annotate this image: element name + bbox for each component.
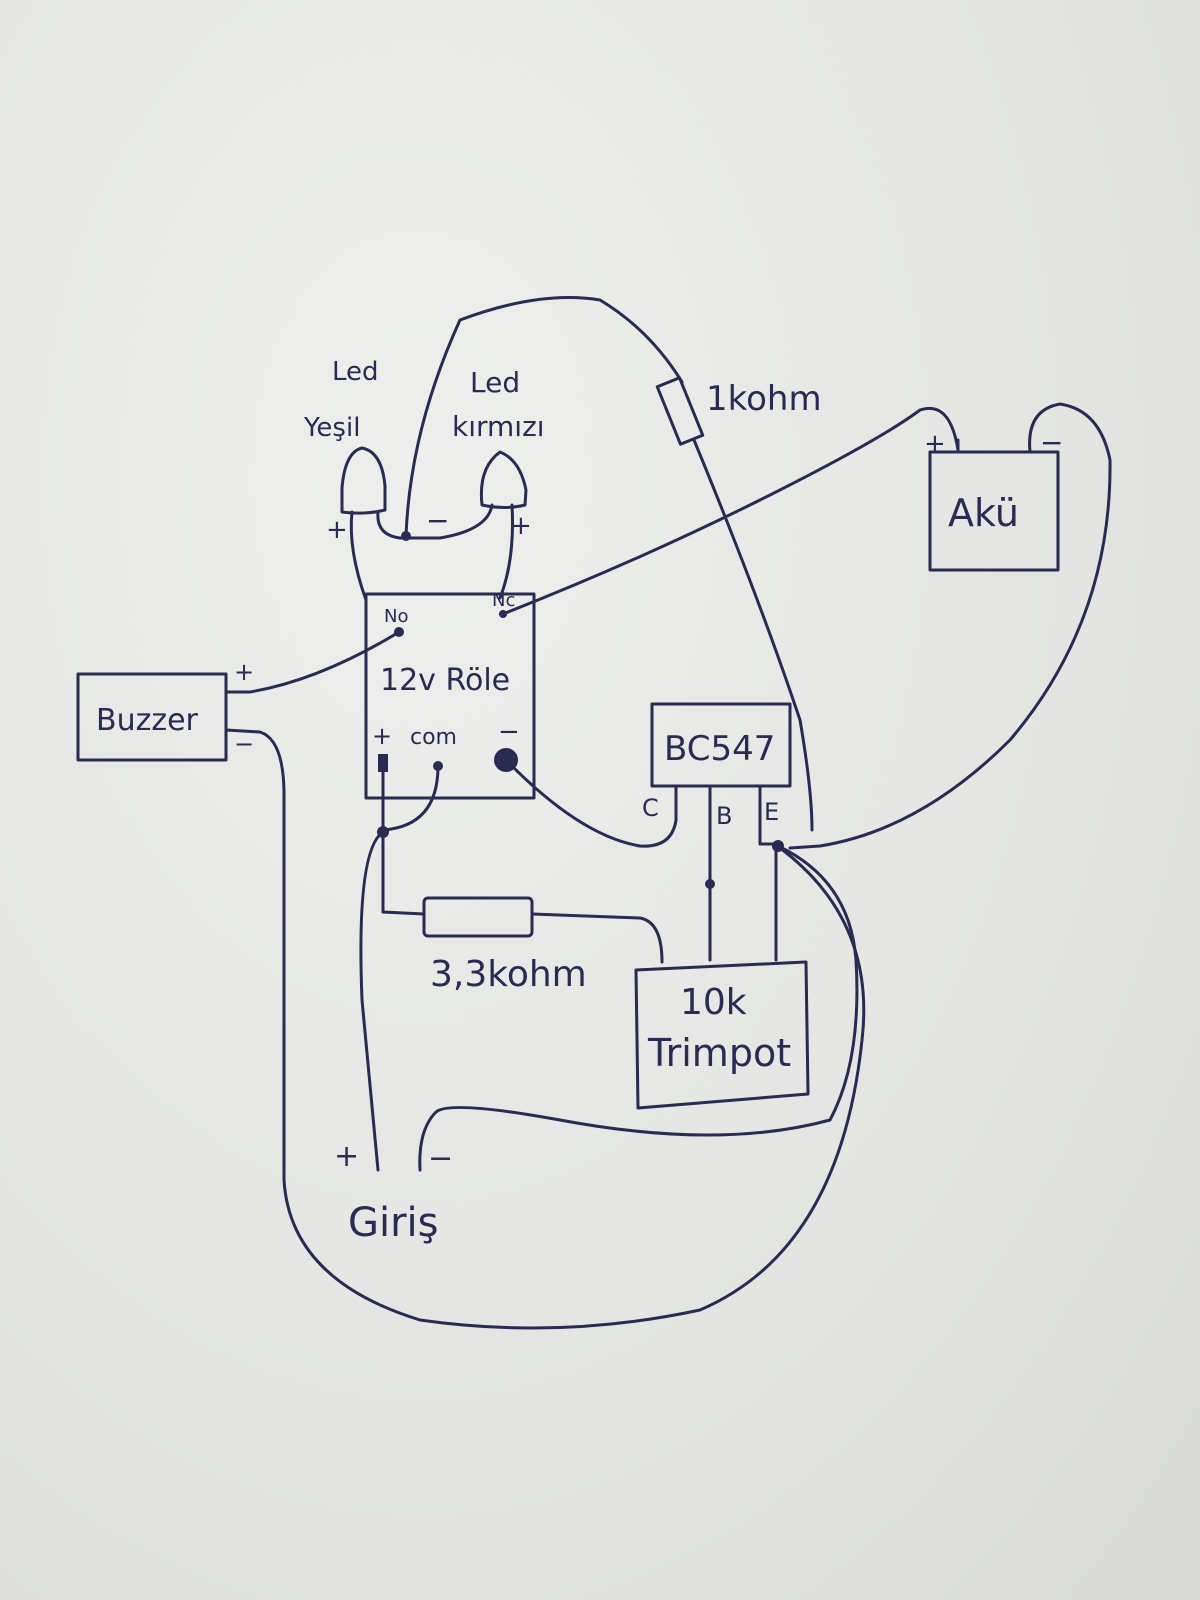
transistor-box [650,702,792,788]
base-junction [705,879,715,889]
relay-box [364,592,536,800]
wire-c-to-relay-minus [504,758,678,848]
wire-buzzer-minus-loop [224,728,866,1330]
led-green-plus: + [326,515,348,545]
pin-e-label: E [764,798,779,826]
wire-e-to-input-minus [418,844,859,1172]
led-green [340,446,402,602]
relay-plus-terminal [378,754,388,772]
relay-nc-label: Nc [492,590,515,611]
battery-box [928,450,1060,572]
resistor-3k3-label: 3,3kohm [430,954,587,995]
wire-junction-to-3k3 [381,830,426,916]
led-red-label-1: Led [470,366,520,399]
input-label: Giriş [348,1200,439,1246]
input-minus-label: − [428,1141,453,1176]
wire-nc-to-battery [501,407,960,616]
trimpot-box [634,960,810,1110]
led-common-minus: − [426,504,449,537]
buzzer-box [76,672,228,762]
led-red-plus: + [510,511,532,541]
wire-battery-minus-to-e [788,402,1112,850]
relay-label: 12v Röle [380,663,510,698]
wire-3k3-to-trimpot [530,912,664,964]
wire-buzzer-plus-to-no [224,630,401,694]
wire-com-to-junction [381,764,440,832]
relay-com-label: com [410,725,457,750]
buzzer-label: Buzzer [96,703,199,738]
led-green-label-2: Yeşil [303,413,360,443]
wire-led-to-1k [404,296,684,538]
resistor-3k3 [422,896,534,938]
battery-label: Akü [948,491,1019,535]
led-red [398,450,528,600]
resistor-1k-label: 1kohm [706,379,822,419]
input-plus-label: + [334,1139,359,1174]
wire-e-pin [758,784,778,846]
battery-minus-label: − [1040,426,1063,459]
relay-plus-label: + [372,722,392,750]
transistor-label: BC547 [664,729,775,769]
trimpot-label-1: 10k [680,982,747,1023]
relay-no-label: No [384,606,408,627]
led-green-label-1: Led [332,357,379,387]
wire-junction-to-input-plus [359,830,385,1172]
relay-minus-label: − [498,717,520,747]
buzzer-minus-label: − [234,730,254,758]
battery-plus-label: + [924,429,946,459]
pin-b-label: B [716,802,732,830]
pin-c-label: C [642,794,659,822]
led-red-label-2: kırmızı [452,410,545,443]
resistor-1k [655,376,705,446]
trimpot-label-2: Trimpot [647,1031,791,1075]
wire-1k-to-e [692,438,814,832]
buzzer-plus-label: + [234,658,254,686]
